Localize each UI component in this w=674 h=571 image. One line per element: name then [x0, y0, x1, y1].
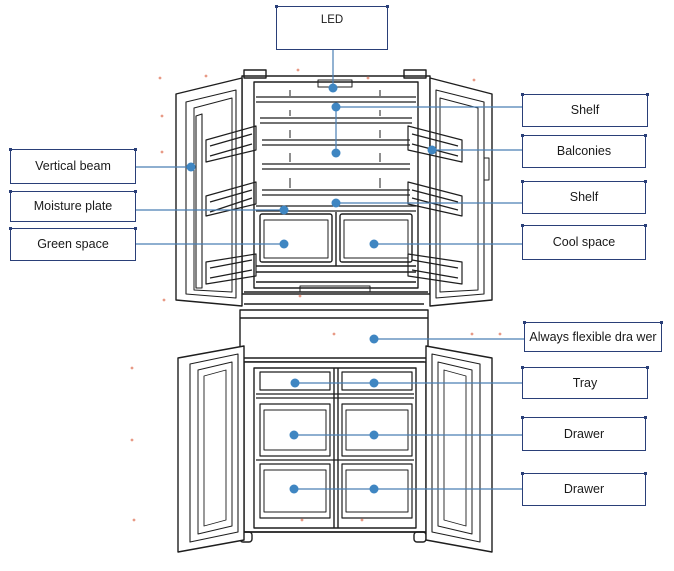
right-lower-door-inner: [431, 353, 481, 543]
flexible-drawer-top: [240, 303, 428, 319]
upper-bottom-latch: [299, 285, 371, 293]
left-upper-door-frame: [193, 97, 233, 293]
leader-lines: [136, 50, 524, 490]
dot-shelf-stem: [331, 148, 341, 158]
green-space-bin-inner: [263, 219, 329, 259]
lower-cabinet-inner: [253, 367, 417, 529]
right-lower-door: [425, 345, 493, 553]
label-shelf-mid: Shelf: [521, 180, 647, 214]
label-balconies: Balconies: [521, 134, 647, 168]
lower-trays: [256, 371, 414, 399]
dot-drawer-upper-left: [289, 430, 299, 440]
dot-shelf-top: [331, 102, 341, 112]
dot-shelf-mid: [331, 198, 341, 208]
left-lower-door: [177, 345, 245, 553]
dot-drawer-upper-right: [369, 430, 379, 440]
right-lower-door-frame: [437, 361, 473, 535]
dot-green-space: [279, 239, 289, 249]
dot-tray-left: [290, 378, 300, 388]
label-moisture-plate: Moisture plate: [9, 190, 137, 222]
right-upper-door-inner: [435, 89, 485, 299]
shelf-edge-ticks: [289, 90, 381, 188]
cool-space-bin-inner: [343, 219, 409, 259]
label-flexible-drawer: Always flexible dra wer: [523, 321, 663, 352]
label-vertical-beam: Vertical beam: [9, 148, 137, 184]
lower-lower-drawers: [259, 463, 413, 519]
label-shelf-top: Shelf: [521, 93, 649, 127]
top-hinge-right: [403, 69, 427, 79]
left-upper-door-inner: [185, 89, 237, 299]
left-door-balconies: [205, 125, 257, 285]
label-tray: Tray: [521, 366, 649, 399]
dot-tray-right: [369, 378, 379, 388]
top-hinge-left: [243, 69, 267, 79]
right-door-handle: [483, 157, 490, 181]
lower-divider: [333, 368, 339, 528]
left-lower-door-gasket: [203, 369, 227, 527]
dot-balconies: [427, 145, 437, 155]
label-drawer-lower: Drawer: [521, 472, 647, 506]
lower-upper-drawers: [256, 403, 414, 461]
left-lower-door-frame: [197, 361, 233, 535]
marker-dots: [186, 83, 437, 494]
refrigerator-drawing: [175, 69, 493, 553]
cool-space-bin: [339, 213, 413, 263]
dot-moisture-plate: [279, 205, 289, 215]
label-led: LED: [275, 5, 389, 50]
label-green-space: Green space: [9, 227, 137, 261]
label-drawer-upper: Drawer: [521, 416, 647, 451]
right-upper-door-frame: [439, 97, 479, 293]
right-upper-door: [429, 77, 493, 307]
lower-cabinet-body: [243, 361, 427, 533]
dot-flexible-drawer: [369, 334, 379, 344]
left-vertical-beam: [195, 113, 203, 289]
right-foot: [413, 531, 427, 543]
bin-base: [256, 265, 416, 273]
label-cool-space: Cool space: [521, 224, 647, 260]
dot-drawer-lower-right: [369, 484, 379, 494]
dot-vertical-beam: [186, 162, 196, 172]
right-door-balconies: [407, 125, 463, 285]
decorative-specks: [130, 68, 502, 522]
dot-led: [328, 83, 338, 93]
green-space-bin: [259, 213, 333, 263]
dot-drawer-lower-left: [289, 484, 299, 494]
left-lower-door-inner: [189, 353, 239, 543]
dot-cool-space: [369, 239, 379, 249]
right-lower-door-gasket: [443, 369, 467, 527]
